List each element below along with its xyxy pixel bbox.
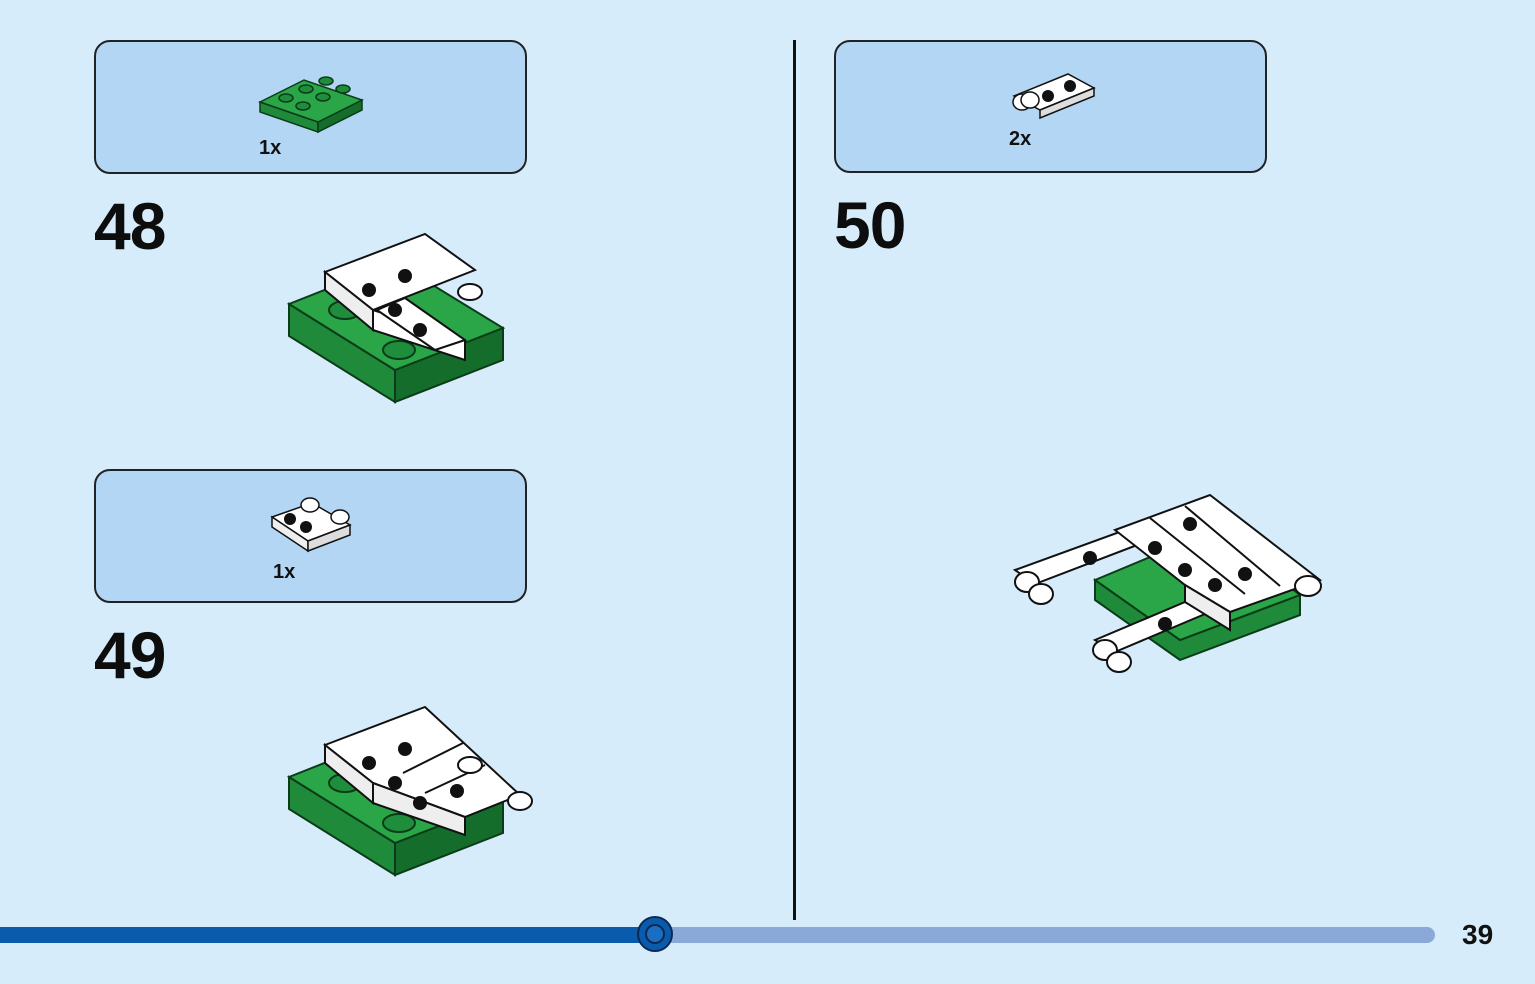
progress-indicator-icon	[637, 916, 673, 952]
white-plate-with-clip-icon	[1012, 73, 1096, 120]
green-2x3-plate-icon	[258, 76, 364, 134]
step-50-assembly-illustration	[1012, 493, 1323, 673]
white-plate-with-clip-icon	[270, 497, 352, 553]
parts-callout-step-48: 1x	[94, 40, 527, 174]
step-number-49: 49	[94, 618, 166, 692]
part-quantity: 1x	[273, 561, 296, 583]
step-number-48: 48	[94, 189, 166, 263]
step-number-50: 50	[834, 188, 906, 262]
parts-callout-step-49: 1x	[94, 469, 527, 603]
progress-fill	[0, 927, 655, 943]
part-quantity: 2x	[1009, 128, 1032, 150]
parts-callout-step-50: 2x	[834, 40, 1267, 173]
step-49-assembly-illustration	[286, 705, 533, 877]
step-48-assembly-illustration	[286, 232, 506, 404]
page-number: 39	[1462, 919, 1494, 950]
page-divider	[793, 40, 796, 920]
part-quantity: 1x	[259, 137, 282, 159]
